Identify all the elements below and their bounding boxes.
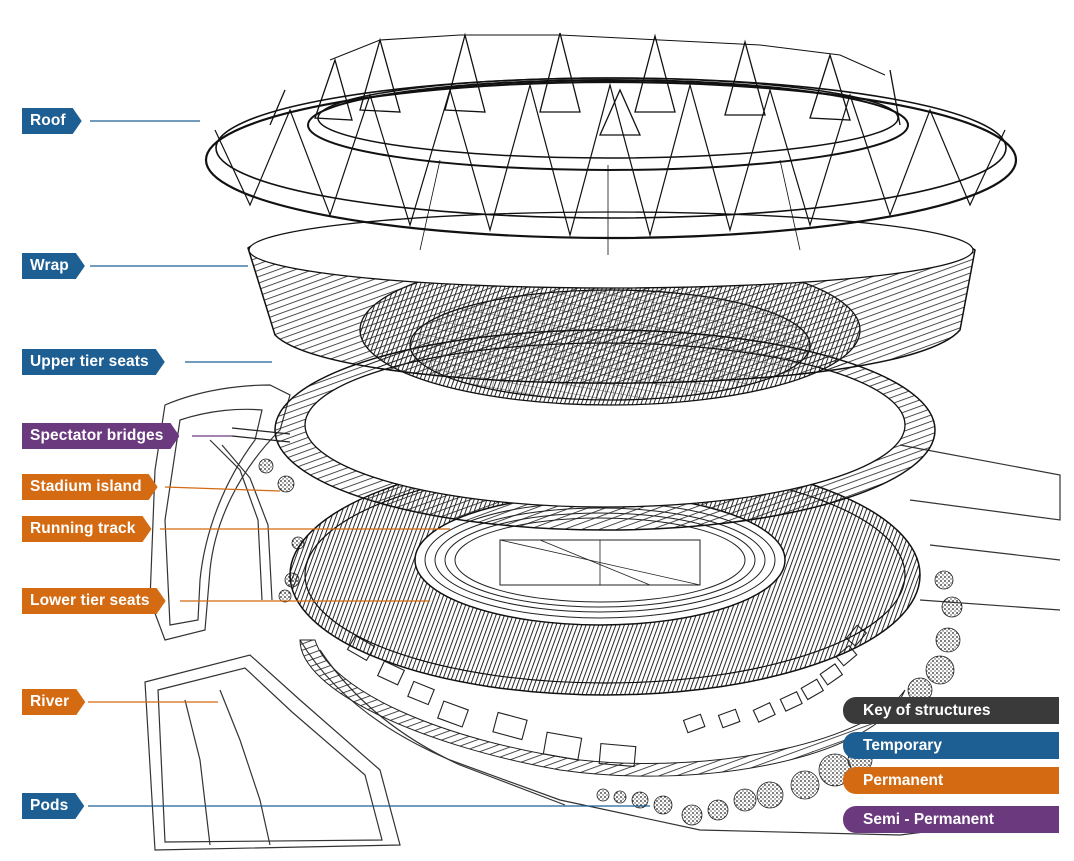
key-title: Key of structures [843,697,1059,724]
key-permanent: Permanent [843,767,1059,794]
site-outline [144,384,1061,851]
callout-wrap: Wrap [22,253,85,279]
stadium-island-leader [164,486,281,492]
callout-river: River [22,689,85,715]
wrap [247,211,976,384]
leader-lines [88,120,650,807]
key-semi-permanent: Semi - Permanent [843,806,1059,833]
callout-roof: Roof [22,108,82,134]
callout-spectator-bridges: Spectator bridges [22,423,179,449]
callout-lower-tier-seats: Lower tier seats [22,588,166,614]
callout-running-track: Running track [22,516,152,542]
key-temporary: Temporary [843,732,1059,759]
callout-pods: Pods [22,793,84,819]
spectator-bridges [231,427,291,443]
callout-stadium-island: Stadium island [22,474,158,500]
callout-upper-tier-seats: Upper tier seats [22,349,165,375]
roof-truss [204,32,1018,255]
